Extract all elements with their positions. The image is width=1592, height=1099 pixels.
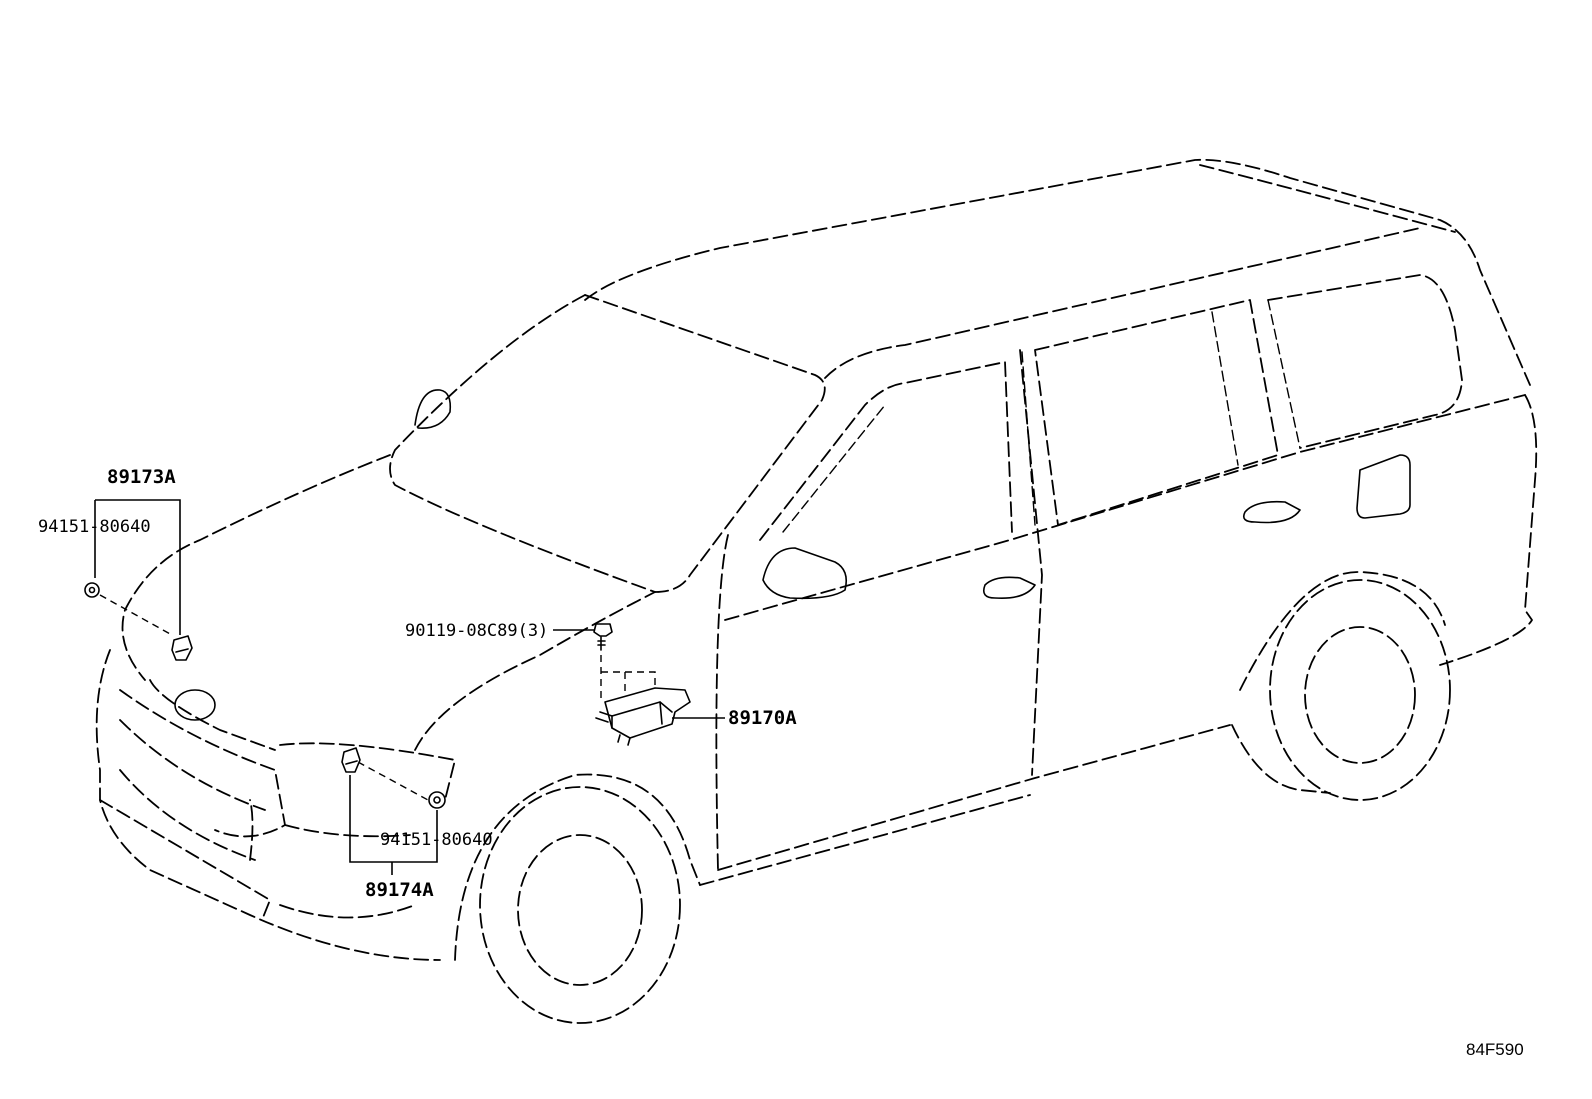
- sensor-icon: [171, 635, 193, 661]
- control-unit-bolt-no: 90119-08C89(3): [405, 621, 548, 641]
- front-sensor-right-part-no: 89174A: [365, 879, 434, 901]
- front-sensor-right-group: [341, 747, 446, 875]
- front-sensor-left-bolt-no: 94151-80640: [38, 517, 151, 537]
- front-sensor-right-bolt-no: 94151-80640: [380, 830, 493, 850]
- vehicle-outline: [95, 158, 1538, 1024]
- front-sensor-left-group: [84, 499, 193, 661]
- bolt-icon: [428, 791, 446, 809]
- control-unit-group: [553, 623, 725, 746]
- front-sensor-left-part-no: 89173A: [107, 466, 176, 488]
- screw-icon: [593, 623, 613, 651]
- diagram-reference-code: 84F590: [1466, 1040, 1524, 1059]
- sensor-icon: [341, 747, 361, 773]
- airbag-control-unit-icon: [595, 687, 691, 746]
- bolt-icon: [84, 582, 100, 598]
- control-unit-part-no: 89170A: [728, 707, 797, 729]
